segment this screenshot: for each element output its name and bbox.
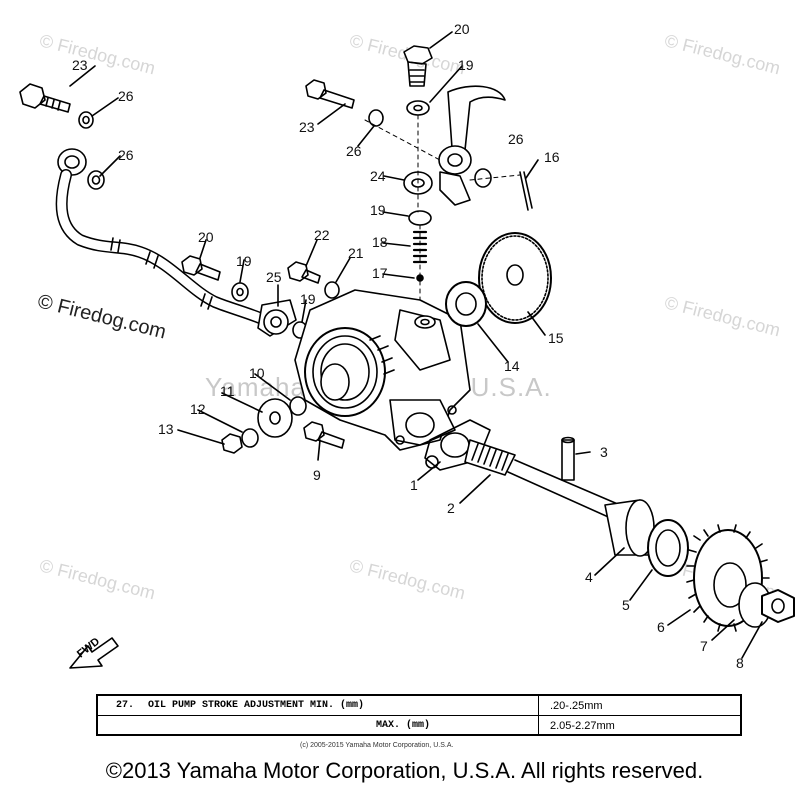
washer-19-spring <box>408 210 432 226</box>
washer-21 <box>324 281 340 299</box>
callout-19: 19 <box>236 253 252 269</box>
spec-max-value: 2.05-2.27mm <box>550 720 615 732</box>
callout-9: 9 <box>313 467 321 483</box>
spec-number: 27. <box>116 700 135 711</box>
spec-min-value: .20-.25mm <box>550 700 603 712</box>
adjusting-lever <box>438 85 506 206</box>
callout-26: 26 <box>346 143 362 159</box>
washer-26-mid <box>368 109 384 127</box>
nut-8 <box>761 589 795 623</box>
callout-14: 14 <box>504 358 520 374</box>
callout-22: 22 <box>314 227 330 243</box>
callout-labels: 1234567891011121314151617181920212223242… <box>72 21 744 671</box>
callout-19: 19 <box>370 202 386 218</box>
oil-seal-14 <box>445 281 487 327</box>
small-copyright: (c) 2005-2015 Yamaha Motor Corporation, … <box>300 742 454 749</box>
callout-25: 25 <box>266 269 282 285</box>
bearing-5 <box>647 519 689 577</box>
callout-19: 19 <box>458 57 474 73</box>
fwd-arrow <box>69 637 119 669</box>
hose-banjo-fitting <box>57 148 105 190</box>
callout-21: 21 <box>348 245 364 261</box>
washer-19-top <box>406 100 430 116</box>
spec-max-label: MAX. (mm) <box>376 720 431 731</box>
callout-16: 16 <box>544 149 560 165</box>
spec-row-max: MAX. (mm) 2.05-2.27mm <box>98 716 740 735</box>
bolt-23-right <box>305 79 355 109</box>
callout-8: 8 <box>736 655 744 671</box>
pin-3 <box>561 439 575 481</box>
callout-19: 19 <box>300 291 316 307</box>
callout-18: 18 <box>372 234 388 250</box>
pulley-11 <box>257 398 293 438</box>
washer-10 <box>289 396 307 416</box>
callout-17: 17 <box>372 265 388 281</box>
callout-23: 23 <box>72 57 88 73</box>
nut-13 <box>221 433 243 454</box>
callout-13: 13 <box>158 421 174 437</box>
drive-shaft-2 <box>464 439 621 521</box>
callout-20: 20 <box>198 229 214 245</box>
bolt-20-left <box>181 255 221 281</box>
spec-description: OIL PUMP STROKE ADJUSTMENT MIN. (mm) <box>148 700 365 711</box>
washer-12 <box>241 428 259 448</box>
spec-table: 27. OIL PUMP STROKE ADJUSTMENT MIN. (mm)… <box>96 694 742 736</box>
callout-26: 26 <box>118 147 134 163</box>
bolt-9 <box>303 421 345 449</box>
callout-2: 2 <box>447 500 455 516</box>
callout-5: 5 <box>622 597 630 613</box>
washer-26-left <box>78 111 94 129</box>
bolt-23-left <box>19 83 71 113</box>
callout-6: 6 <box>657 619 665 635</box>
callout-1: 1 <box>410 477 418 493</box>
callout-7: 7 <box>700 638 708 654</box>
callout-23: 23 <box>299 119 315 135</box>
callout-10: 10 <box>249 365 265 381</box>
callout-20: 20 <box>454 21 470 37</box>
collar-4 <box>604 499 655 557</box>
callout-4: 4 <box>585 569 593 585</box>
oil-pump-body <box>294 289 471 451</box>
callout-26: 26 <box>118 88 134 104</box>
callout-3: 3 <box>600 444 608 460</box>
footer-copyright: ©2013 Yamaha Motor Corporation, U.S.A. A… <box>105 758 704 783</box>
fitting-25 <box>257 299 297 337</box>
callout-26: 26 <box>508 131 524 147</box>
callout-15: 15 <box>548 330 564 346</box>
spec-row-min: 27. OIL PUMP STROKE ADJUSTMENT MIN. (mm)… <box>98 696 740 716</box>
gear-15 <box>478 232 552 324</box>
callout-11: 11 <box>220 383 235 399</box>
callout-24: 24 <box>370 168 386 184</box>
washer-19-left <box>231 282 249 302</box>
bolt-22 <box>287 261 321 284</box>
callout-12: 12 <box>190 401 206 417</box>
washer-26-right <box>474 168 492 188</box>
bolt-20-top <box>403 45 433 87</box>
